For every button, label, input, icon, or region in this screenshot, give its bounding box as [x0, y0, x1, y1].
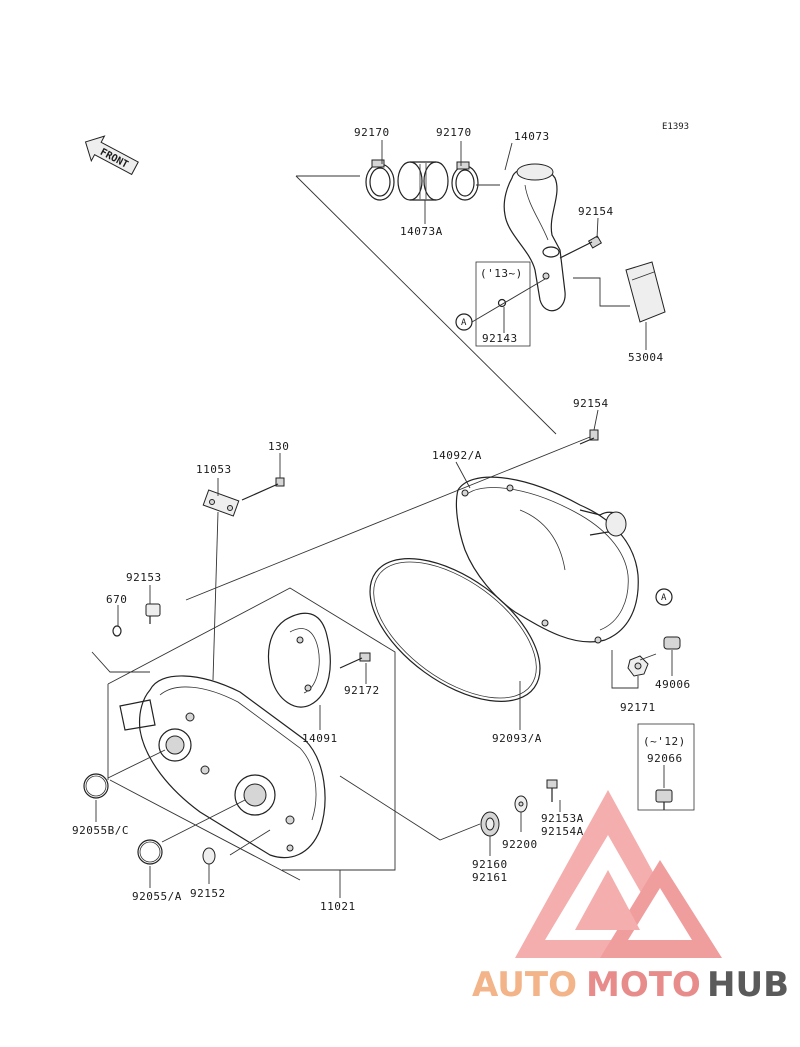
part-label-92170-right: 92170 — [436, 126, 472, 139]
part-label-49006: 49006 — [655, 678, 691, 691]
inner-cover-11021 — [119, 675, 326, 859]
ref-circle-a-upper: A — [455, 313, 473, 331]
guide-lines — [91, 175, 591, 881]
cap-49006 — [663, 636, 681, 650]
oring-92055B — [83, 773, 109, 799]
group-box-13: ('13~) — [475, 261, 531, 347]
gasket-92093 — [369, 558, 541, 702]
part-label-53004: 53004 — [628, 351, 664, 364]
outer-cover-14092 — [455, 476, 639, 644]
part-label-92055B: 92055B/C — [72, 824, 129, 837]
oring-92055A — [137, 839, 163, 865]
part-label-92200: 92200 — [502, 838, 538, 851]
bracket-14091 — [267, 612, 331, 708]
part-label-92055A: 92055/A — [132, 890, 182, 903]
nut-92171 — [627, 655, 649, 677]
washer-92200 — [514, 795, 528, 813]
watermark-text-auto: AUTO — [472, 965, 577, 1005]
part-label-92093: 92093/A — [492, 732, 542, 745]
ref-a-lower: A — [661, 593, 667, 603]
seal-92152 — [202, 847, 216, 865]
group-label-13: ('13~) — [480, 267, 523, 280]
watermark-text-hub: HUB — [707, 965, 789, 1005]
clamp-92170-right — [451, 161, 479, 201]
watermark-text-moto: MOTO — [586, 965, 701, 1005]
plug-92153 — [145, 603, 161, 624]
part-label-92143: 92143 — [482, 332, 518, 345]
group-box-12: (~'12) — [637, 723, 695, 811]
part-label-14073: 14073 — [514, 130, 550, 143]
ref-a-upper: A — [461, 318, 467, 328]
label-plate-53004 — [625, 261, 666, 323]
part-label-130: 130 — [268, 440, 289, 453]
oring-670 — [112, 625, 122, 637]
part-label-92154-middle: 92154 — [573, 397, 609, 410]
part-label-14092: 14092/A — [432, 449, 482, 462]
sleeve-14073A — [397, 161, 449, 201]
part-label-92161: 92161 — [472, 871, 508, 884]
part-label-14073A: 14073A — [400, 225, 443, 238]
part-labels: 92170 92170 14073 14073A 92154 92143 530… — [72, 126, 691, 913]
bracket-11053 — [202, 489, 240, 517]
part-label-11053: 11053 — [196, 463, 232, 476]
watermark-logo — [515, 790, 722, 958]
part-label-92152: 92152 — [190, 887, 226, 900]
ref-circle-a-lower: A — [655, 588, 673, 606]
part-label-92066: 92066 — [647, 752, 683, 765]
diagram-code: E1393 — [662, 122, 689, 132]
clamp-92170-left — [365, 159, 395, 201]
bolt-92154-upper — [559, 235, 603, 259]
part-label-92154-upper: 92154 — [578, 205, 614, 218]
bolt-92172 — [339, 652, 371, 669]
duct-14073 — [503, 163, 566, 312]
part-label-14091: 14091 — [302, 732, 338, 745]
bolt-92153A — [546, 779, 558, 802]
group-label-12: (~'12) — [643, 735, 686, 748]
front-arrow: FRONT — [84, 135, 139, 176]
part-label-92172: 92172 — [344, 684, 380, 697]
part-label-92153: 92153 — [126, 571, 162, 584]
leader-lines — [95, 140, 673, 898]
part-label-670: 670 — [106, 593, 127, 606]
grommet-92160 — [480, 811, 500, 837]
part-label-92160: 92160 — [472, 858, 508, 871]
part-label-11021: 11021 — [320, 900, 356, 913]
part-label-92153A: 92153A — [541, 812, 584, 825]
bolt-130 — [241, 477, 285, 501]
part-label-92170-left: 92170 — [354, 126, 390, 139]
part-label-92154A: 92154A — [541, 825, 584, 838]
part-label-92171: 92171 — [620, 701, 656, 714]
